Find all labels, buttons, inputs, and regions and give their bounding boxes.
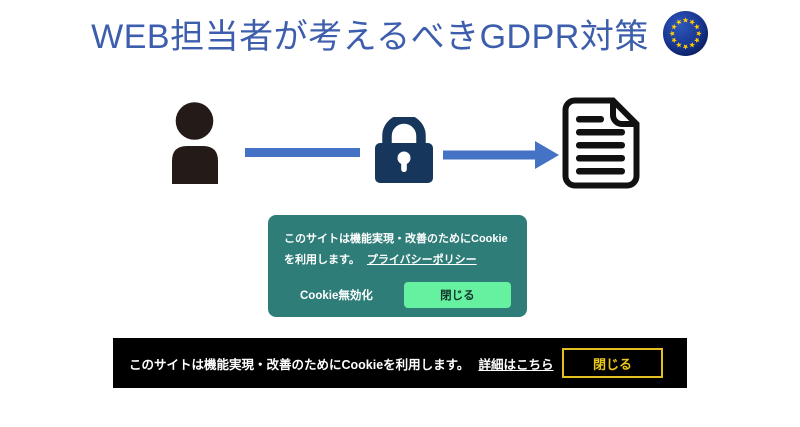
- cookie-dialog-buttons: Cookie無効化 閉じる: [284, 282, 511, 308]
- details-link[interactable]: 詳細はこちら: [478, 357, 554, 372]
- privacy-policy-link[interactable]: プライバシーポリシー: [366, 254, 477, 266]
- cookie-consent-bar: このサイトは機能実現・改善のためにCookieを利用します。 詳細はこちら 閉じ…: [113, 338, 687, 388]
- page-title: WEB担当者が考えるべきGDPR対策: [91, 17, 649, 56]
- cookie-consent-dialog: このサイトは機能実現・改善のためにCookieを利用します。プライバシーポリシー…: [268, 215, 527, 317]
- cookie-disable-button[interactable]: Cookie無効化: [300, 287, 373, 303]
- cookie-dialog-message-text: このサイトは機能実現・改善のためにCookieを利用します。: [284, 233, 508, 266]
- cookie-dialog-message: このサイトは機能実現・改善のためにCookieを利用します。プライバシーポリシー: [284, 229, 511, 271]
- padlock-icon: [375, 117, 433, 183]
- dialog-close-button[interactable]: 閉じる: [403, 282, 511, 308]
- cookie-bar-message: このサイトは機能実現・改善のためにCookieを利用します。: [129, 357, 470, 372]
- user-silhouette-icon: [172, 102, 218, 184]
- eu-flag-icon: [662, 10, 708, 56]
- connector-line: [245, 148, 360, 157]
- arrow-right-icon: [443, 141, 559, 169]
- document-icon: [562, 97, 640, 189]
- title-row: WEB担当者が考えるべきGDPR対策: [0, 6, 800, 60]
- bar-close-button[interactable]: 閉じる: [562, 348, 663, 378]
